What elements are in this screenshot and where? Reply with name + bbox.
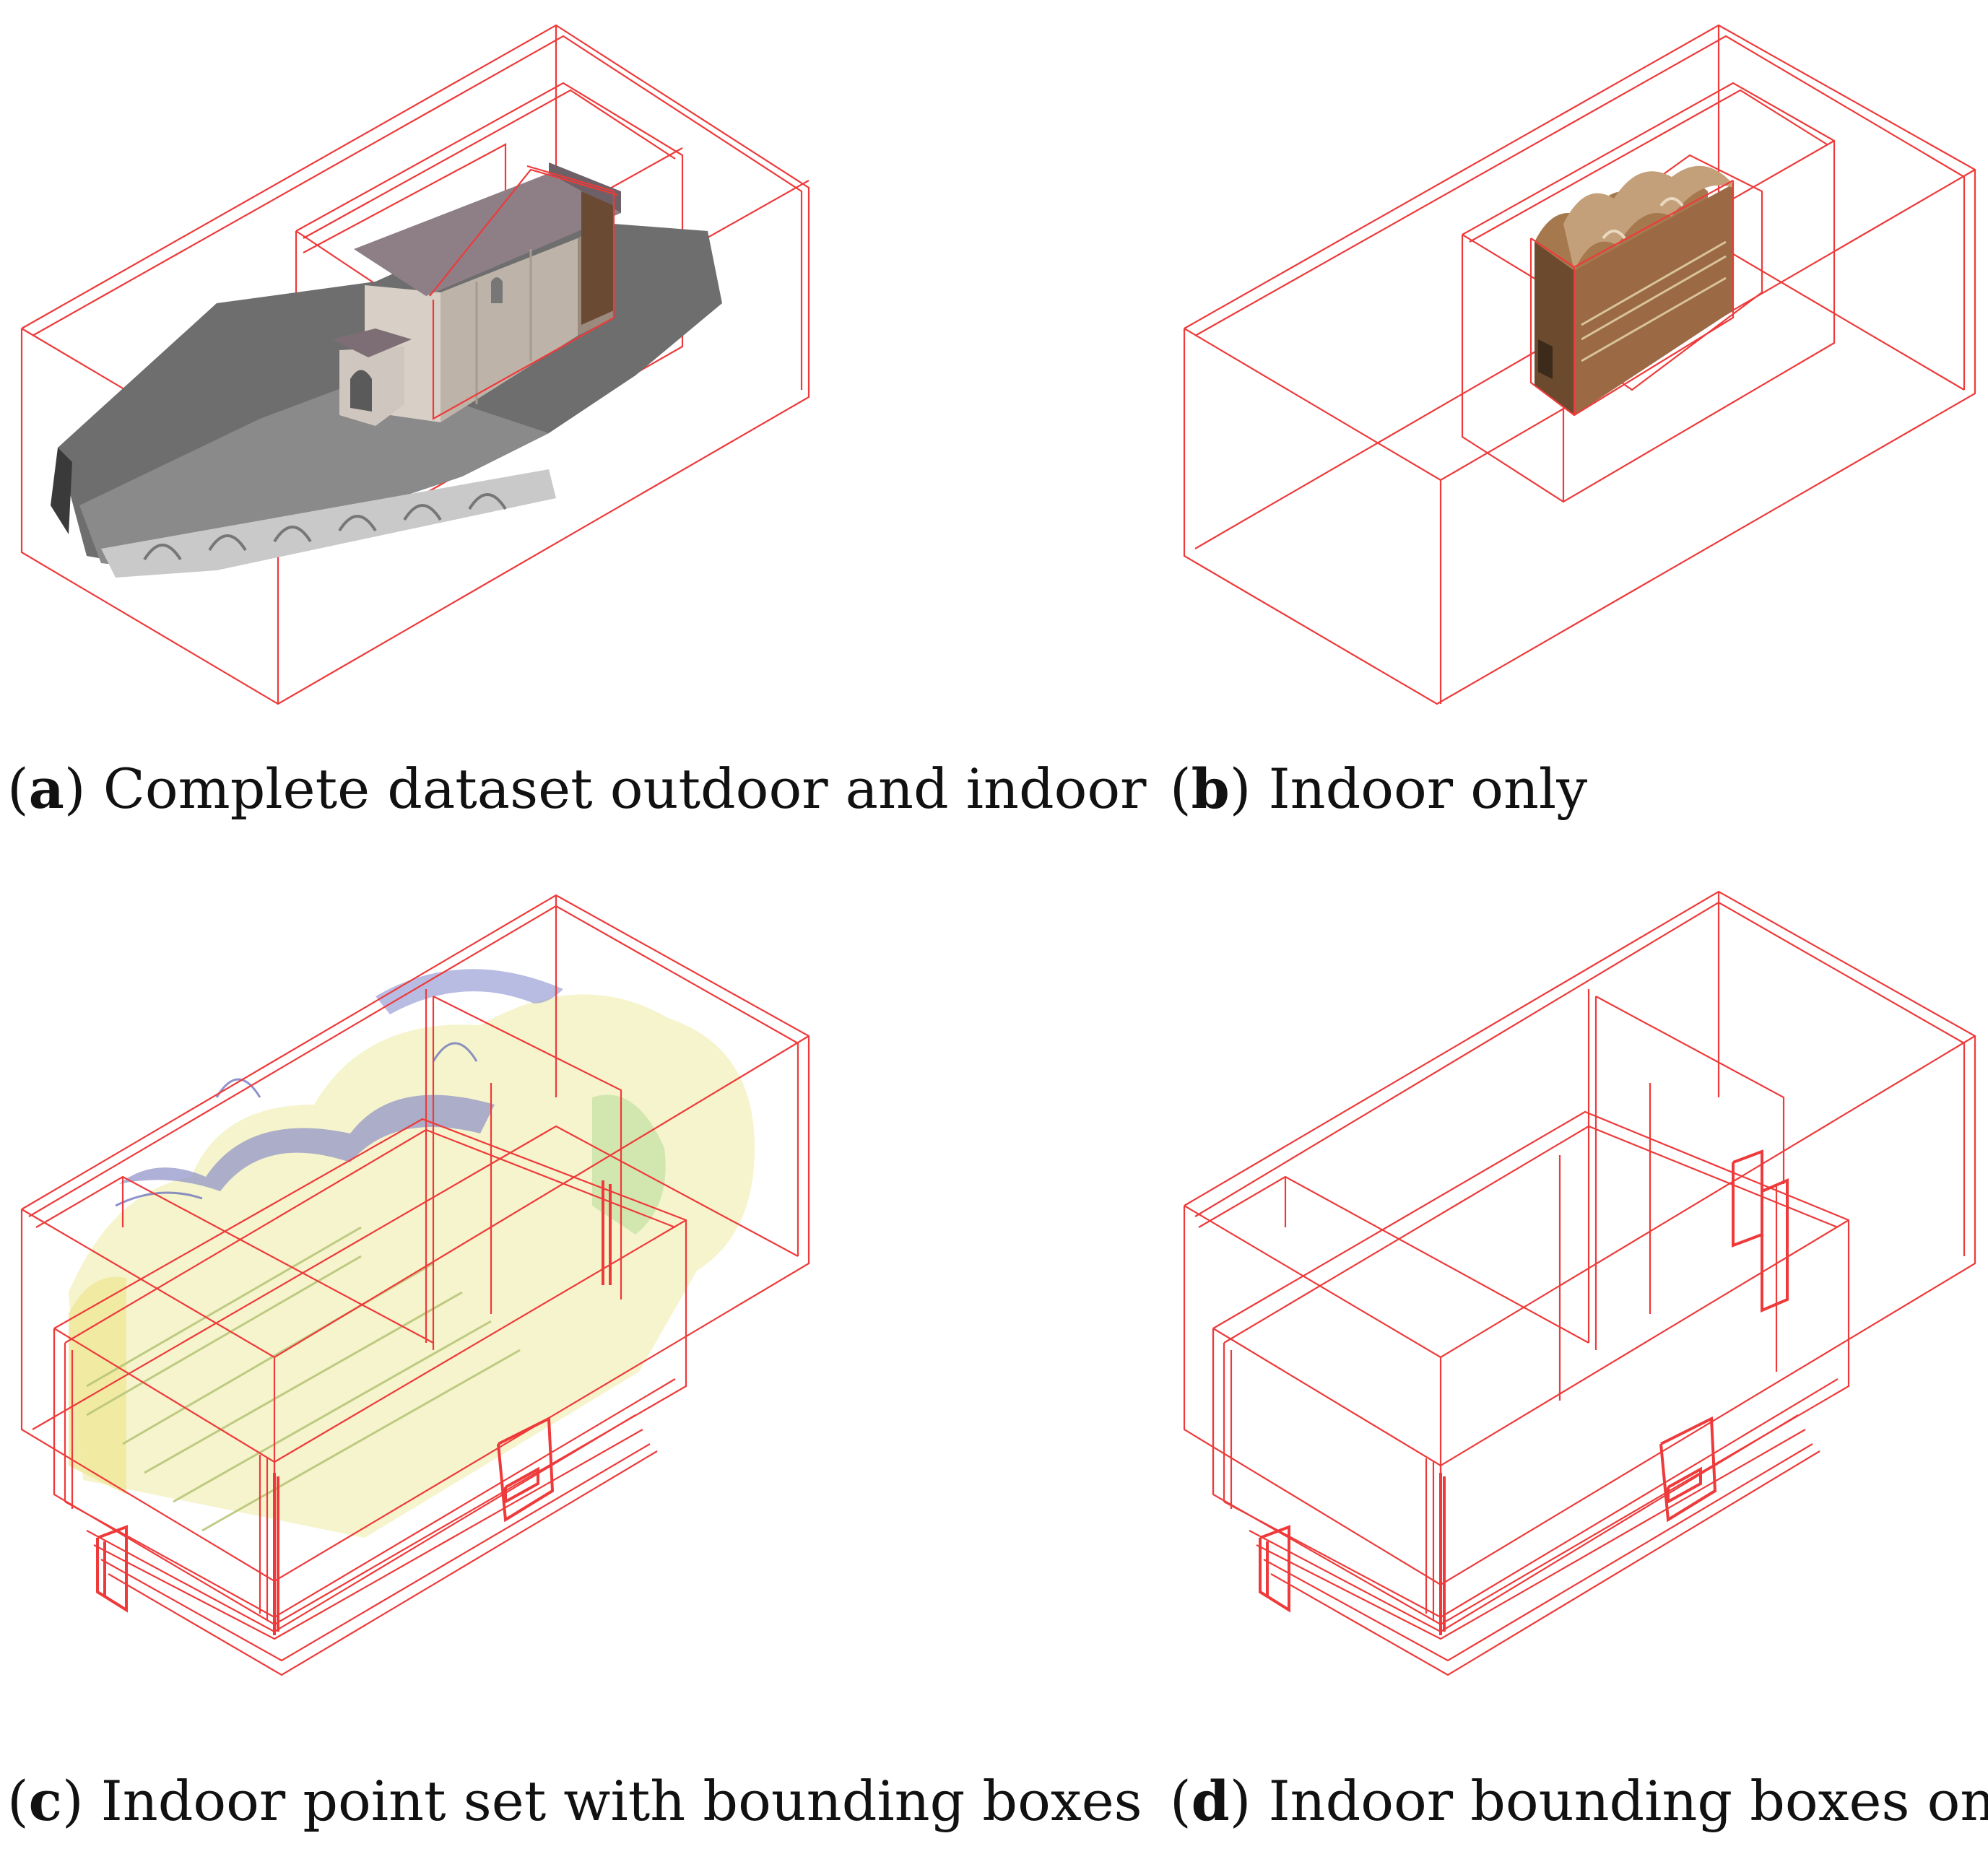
caption-text: Indoor only: [1268, 757, 1588, 821]
panel-letter: c: [28, 1769, 62, 1833]
church-building-point-cloud: [332, 162, 621, 426]
panel-a: (a) Complete dataset outdoor and indoor: [0, 0, 1147, 817]
building-bounding-boxes: [1529, 180, 1735, 417]
caption-text: Indoor point set with bounding boxes: [100, 1769, 1142, 1833]
caption-c: (c) Indoor point set with bounding boxes: [7, 1769, 1142, 1833]
outer-bounding-box: [20, 894, 810, 1583]
indoor-point-cloud: [69, 969, 755, 1538]
wall-bounding-box: [273, 1180, 612, 1635]
indoor-point-cloud: [1535, 165, 1733, 415]
caption-d: (d) Indoor bounding boxes only: [1170, 1774, 1988, 1829]
panel-letter: b: [1191, 757, 1230, 821]
panel-b-figure: [1183, 24, 1976, 705]
panel-d: (d) Indoor bounding boxes only: [1170, 881, 1988, 1854]
window-bounding-box: [497, 1416, 555, 1523]
panel-c-figure: [20, 894, 810, 1676]
caption-b: (b) Indoor only: [1170, 757, 1588, 821]
column-bounding-box: [1732, 1149, 1789, 1313]
panel-letter: a: [28, 757, 64, 821]
caption-a: (a) Complete dataset outdoor and indoor: [7, 757, 1147, 821]
outer-bounding-box: [1183, 890, 1976, 1586]
panel-d-figure: [1183, 890, 1976, 1676]
caption-text: Indoor bounding boxes only: [1268, 1769, 1988, 1833]
window-bounding-box: [1659, 1416, 1717, 1523]
door-bounding-box: [96, 1525, 128, 1613]
panel-c: (c) Indoor point set with bounding boxes: [0, 881, 1142, 1854]
wall-bounding-box: [1439, 1473, 1446, 1635]
panel-b: (b) Indoor only: [1170, 0, 1988, 817]
door-bounding-box: [1259, 1525, 1290, 1613]
panel-letter: d: [1191, 1769, 1230, 1833]
panel-a-figure: [20, 24, 810, 705]
caption-text: Complete dataset outdoor and indoor: [103, 757, 1147, 821]
inner-bounding-boxes: [1198, 989, 1850, 1676]
building-bounding-boxes: [429, 165, 618, 420]
